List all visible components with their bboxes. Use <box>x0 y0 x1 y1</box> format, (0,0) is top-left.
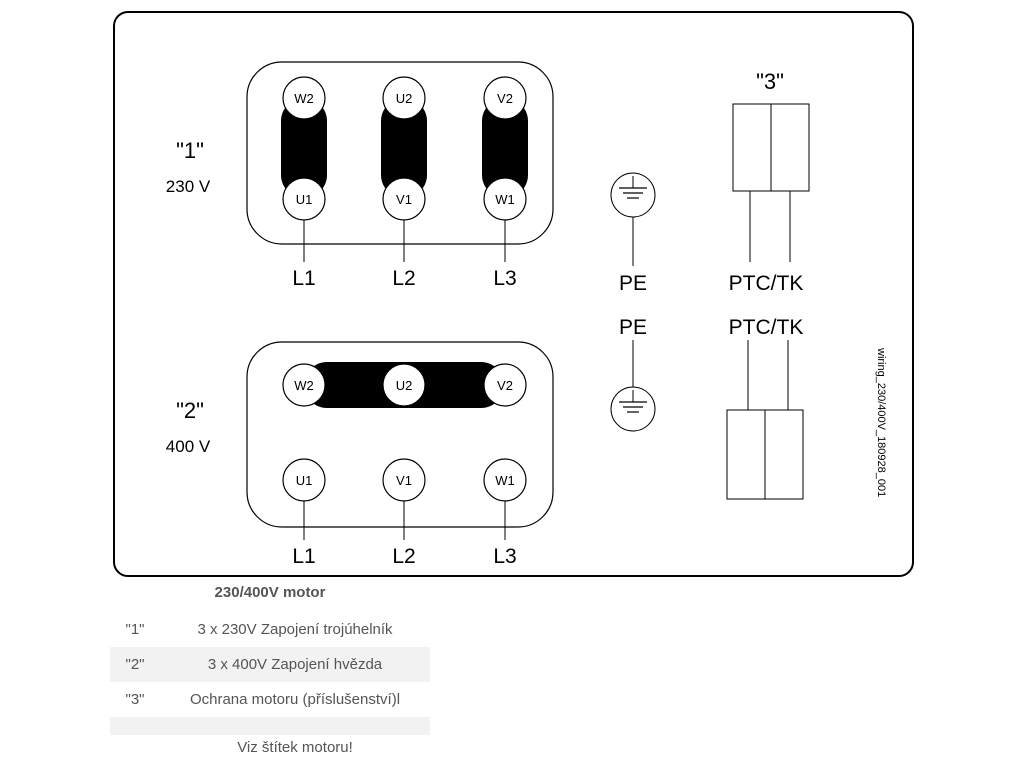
terminal-2-w2 <box>282 363 326 407</box>
terminal-label: W1 <box>495 473 515 488</box>
terminal-label: V1 <box>396 473 412 488</box>
terminal-label: V2 <box>497 378 513 393</box>
drawing-code: wiring_230/400V_180928_001 <box>875 347 887 497</box>
legend-key: "3" <box>125 691 145 708</box>
line-label: L3 <box>493 267 516 290</box>
bridge-1a <box>281 98 327 198</box>
table-row: "3" Ochrana motoru (příslušenství)l <box>110 682 430 717</box>
note-text: Viz štítek motoru! <box>237 739 353 756</box>
group2-id: "2" <box>176 398 204 423</box>
legend-title: 230/400V motor <box>214 584 326 601</box>
ptc-label: PTC/TK <box>729 272 804 295</box>
table-row: "2" 3 x 400V Zapojení hvězda <box>110 647 430 682</box>
ptc-sensor-bottom <box>726 340 804 500</box>
legend-key: "1" <box>125 621 145 638</box>
legend-text: 3 x 230V Zapojení trojúhelník <box>197 621 393 638</box>
terminal-label: U2 <box>396 91 413 106</box>
group3-id: "3" <box>756 69 784 94</box>
line-label: L1 <box>292 545 315 568</box>
terminal-1-u2 <box>382 76 426 120</box>
line-label: L1 <box>292 267 315 290</box>
group1-id: "1" <box>176 138 204 163</box>
bridge-1b <box>381 98 427 198</box>
legend-table: "1" 3 x 230V Zapojení trojúhelník "2" 3 … <box>110 612 430 735</box>
terminal-label: V2 <box>497 91 513 106</box>
terminal-2-u2 <box>382 363 426 407</box>
table-row <box>110 717 430 735</box>
line-label: L2 <box>392 267 415 290</box>
ptc-sensor-top <box>732 103 810 262</box>
terminal-label: V1 <box>396 192 412 207</box>
terminal-label: U2 <box>396 378 413 393</box>
wiring-diagram: "1" 230 V W2 U2 V2 U1 V1 W1 L1 L2 L3 "2"… <box>113 11 914 577</box>
table-row: "1" 3 x 230V Zapojení trojúhelník <box>110 612 430 647</box>
group1-voltage: 230 V <box>166 177 211 196</box>
line-label: L3 <box>493 545 516 568</box>
pe-label: PE <box>619 316 647 339</box>
ptc-label: PTC/TK <box>729 316 804 339</box>
terminal-label: W1 <box>495 192 515 207</box>
line-label: L2 <box>392 545 415 568</box>
bridge-1c <box>482 98 528 198</box>
terminal-label: U1 <box>296 192 313 207</box>
terminal-label: W2 <box>294 378 314 393</box>
terminal-1-v2 <box>483 76 527 120</box>
group2-voltage: 400 V <box>166 437 211 456</box>
terminal-label: U1 <box>296 473 313 488</box>
ground-icon <box>610 172 656 266</box>
ground-icon <box>610 340 656 432</box>
terminal-label: W2 <box>294 91 314 106</box>
terminal-2-v2 <box>483 363 527 407</box>
legend-text: Ochrana motoru (příslušenství)l <box>189 691 401 708</box>
pe-label: PE <box>619 272 647 295</box>
terminal-1-w2 <box>282 76 326 120</box>
legend-key: "2" <box>110 647 160 682</box>
legend-text: 3 x 400V Zapojení hvězda <box>160 647 430 682</box>
